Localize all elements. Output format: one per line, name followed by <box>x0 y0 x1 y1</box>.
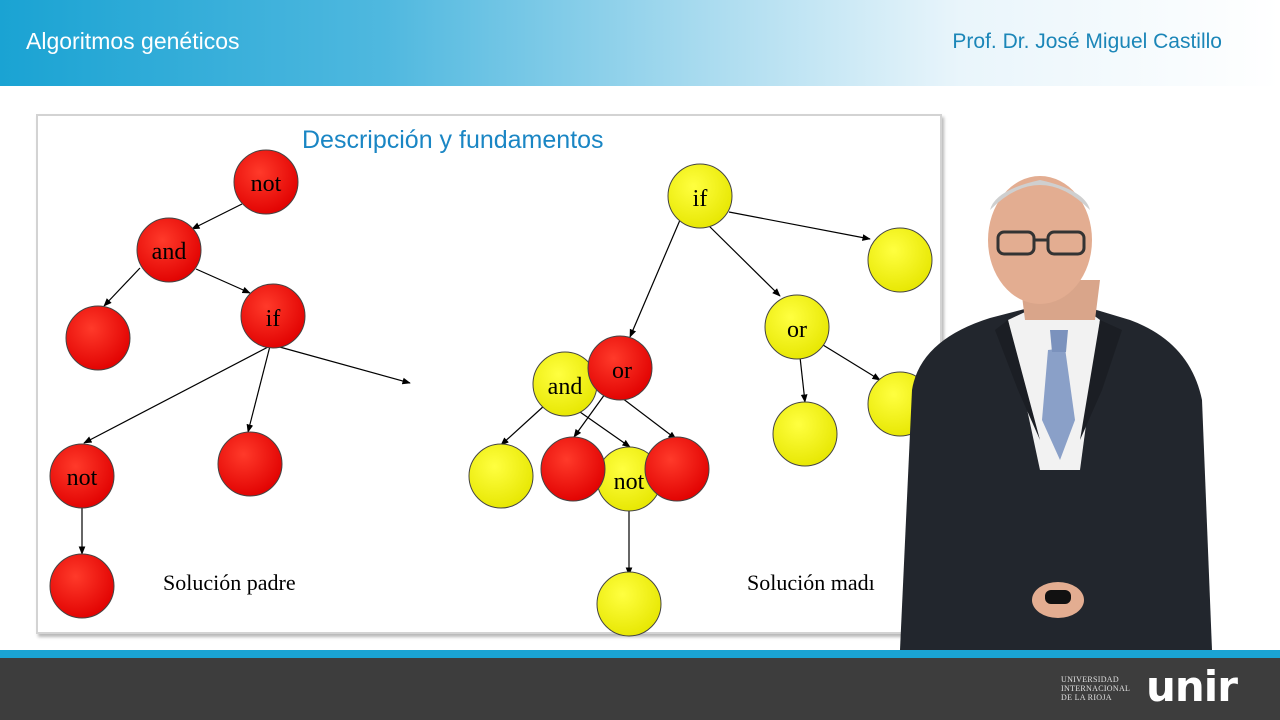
caption-madre: Solución madı <box>747 570 875 595</box>
course-title: Algoritmos genéticos <box>26 28 240 54</box>
padre-label: if <box>266 306 281 332</box>
padre-node-if <box>240 283 306 349</box>
padre-node-leaf <box>65 305 131 371</box>
padre-edges <box>78 203 411 555</box>
footer-accent-strip <box>0 650 1280 658</box>
madre-node-or <box>764 294 830 360</box>
padre-nodes <box>49 149 306 619</box>
madre-node-leaf <box>867 227 933 293</box>
madre-label: or <box>612 358 632 384</box>
padre-node-not-lower <box>49 443 115 509</box>
professor-name: Prof. Dr. José Miguel Castillo <box>952 30 1222 53</box>
footer-bar <box>0 658 1280 720</box>
madre-label: and <box>548 374 583 400</box>
header-bar: Algoritmos genéticos Prof. Dr. José Migu… <box>0 0 1280 86</box>
padre-node-leaf-crossover <box>540 436 606 502</box>
madre-node-leaf <box>596 571 662 637</box>
padre-node-leaf <box>49 553 115 619</box>
madre-node-leaf <box>468 443 534 509</box>
padre-label: not <box>251 171 282 197</box>
madre-node-if <box>667 163 733 229</box>
padre-node-not <box>233 149 299 215</box>
madre-label: not <box>614 469 645 495</box>
unir-logo: unir <box>1146 662 1238 711</box>
padre-node-or-crossover <box>587 335 653 401</box>
padre-label: not <box>67 465 98 491</box>
madre-label: or <box>787 317 807 343</box>
presenter-figure <box>900 176 1212 650</box>
madre-label: if <box>693 186 708 212</box>
madre-node-leaf <box>772 401 838 467</box>
university-name: UNIVERSIDAD INTERNACIONAL DE LA RIOJA <box>1061 675 1131 702</box>
padre-node-leaf <box>217 431 283 497</box>
slide-title: Descripción y fundamentos <box>302 126 604 154</box>
padre-label: and <box>152 239 187 265</box>
padre-node-and <box>136 217 202 283</box>
madre-nodes <box>468 163 933 637</box>
padre-node-leaf-crossover <box>644 436 710 502</box>
caption-padre: Solución padre <box>163 570 296 595</box>
